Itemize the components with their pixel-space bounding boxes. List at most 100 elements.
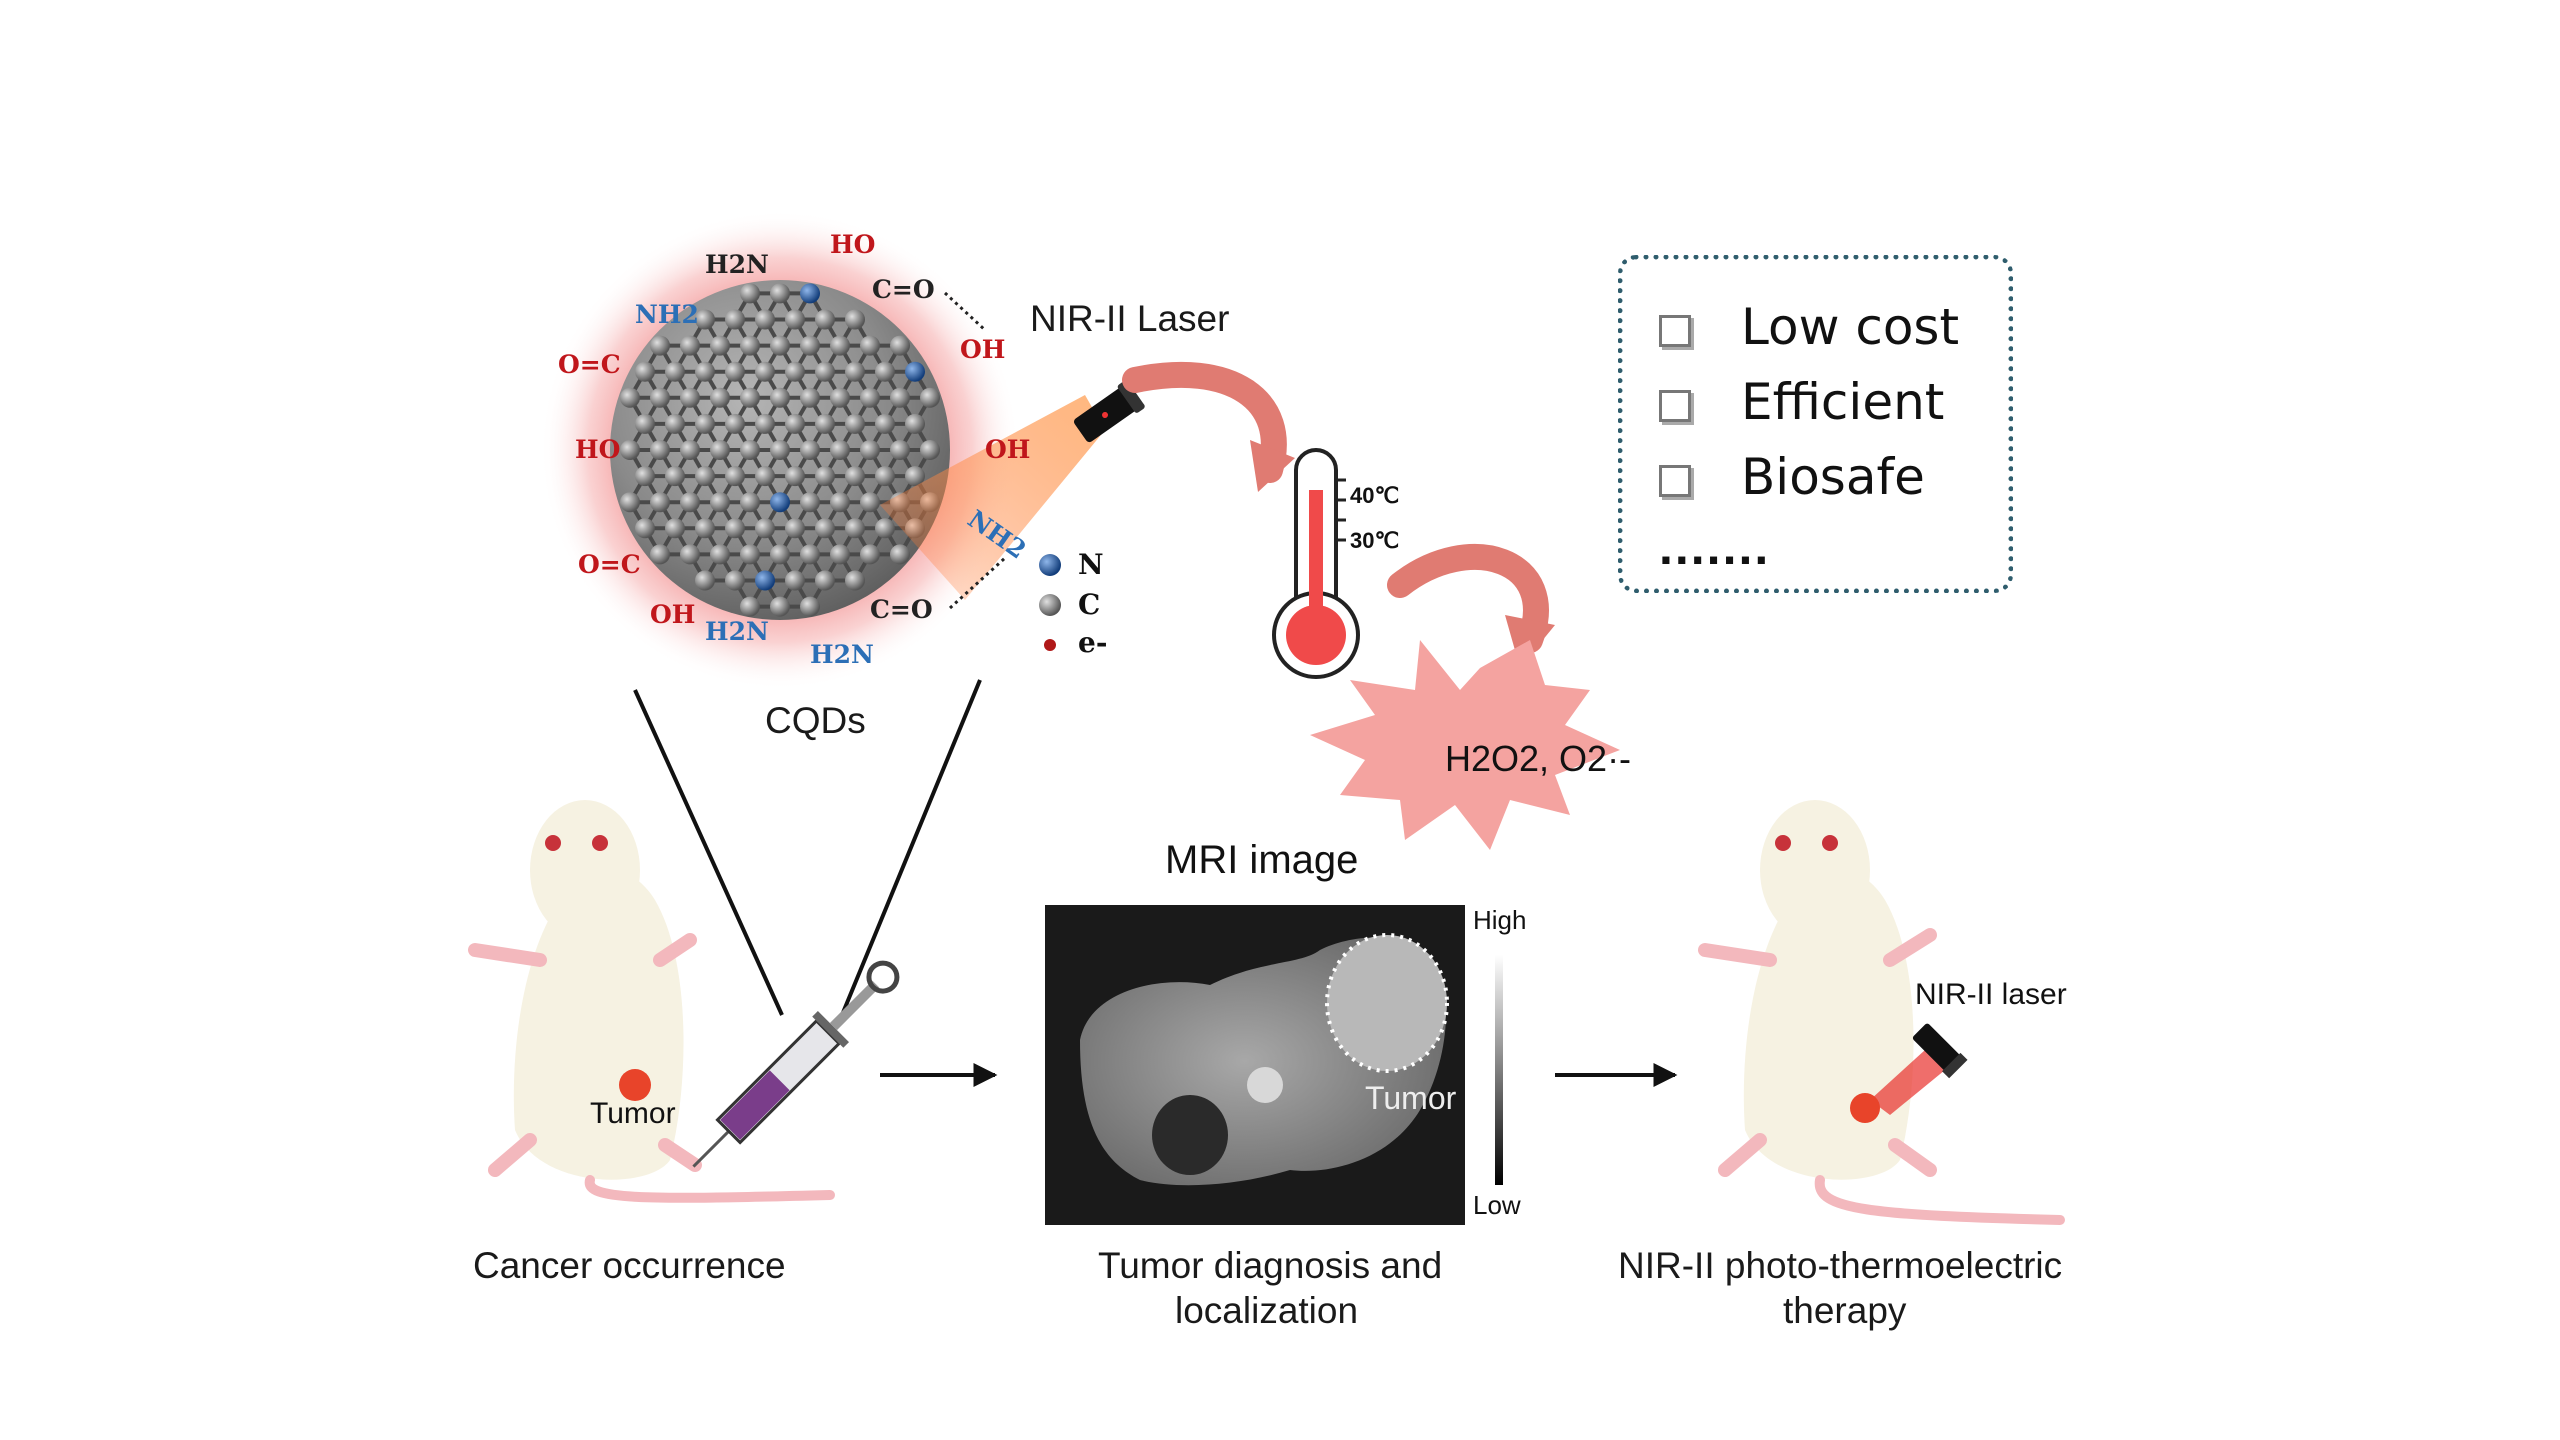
carbon-atom <box>785 309 805 330</box>
carbon-atom <box>665 466 685 487</box>
carbon-atom <box>815 570 835 591</box>
carbon-atom <box>860 544 880 565</box>
carbon-atom <box>905 466 925 487</box>
nitrogen-atom <box>905 361 925 382</box>
carbon-atom <box>770 387 790 408</box>
laser-label: NIR-II Laser <box>1030 298 1230 339</box>
carbon-atom <box>725 518 745 539</box>
tumor-label-left: Tumor <box>590 1097 676 1130</box>
carbon-atom <box>770 596 790 617</box>
carbon-atom <box>695 361 715 382</box>
carbon-atom <box>905 413 925 434</box>
temp-30-label: 30℃ <box>1350 528 1400 553</box>
mri-bright-spot <box>1247 1067 1283 1103</box>
carbon-atom <box>740 387 760 408</box>
curved-arrow-1 <box>1122 361 1287 483</box>
laser-pointer-small-icon <box>1912 1023 1968 1079</box>
carbon-atom <box>875 413 895 434</box>
carbon-atom <box>830 544 850 565</box>
carbon-atom <box>830 440 850 460</box>
carbon-atom <box>680 335 700 356</box>
carbon-atom <box>875 466 895 487</box>
cqd-label: CQDs <box>765 700 866 741</box>
group-nh2-left: NH2 <box>635 300 699 329</box>
group-co-top: C=O <box>872 275 935 304</box>
mouse-right <box>1698 800 2065 1225</box>
nitrogen-atom <box>800 283 820 304</box>
ros-label: H2O2, O2·- <box>1445 738 1632 779</box>
carbon-atom <box>740 596 760 617</box>
mri-tumor-label: Tumor <box>1365 1080 1457 1116</box>
carbon-atom <box>665 518 685 539</box>
group-ho-left: HO <box>575 435 621 464</box>
legend-electron <box>1044 639 1056 651</box>
legend-e-label: e- <box>1078 626 1108 659</box>
temp-40-label: 40℃ <box>1350 483 1400 508</box>
carbon-atom <box>680 492 700 513</box>
carbon-atom <box>650 387 670 408</box>
group-oc-left: O=C <box>558 350 621 379</box>
carbon-atom <box>830 335 850 356</box>
mri-title: MRI image <box>1165 838 1359 882</box>
carbon-atom <box>650 492 670 513</box>
carbon-atom <box>665 361 685 382</box>
stage-diagnosis-line1: Tumor diagnosis and <box>1098 1245 1443 1286</box>
zoom-line-right <box>840 679 982 1016</box>
carbon-atom <box>830 492 850 513</box>
carbon-atom <box>635 466 655 487</box>
group-oh-dotted: OH <box>960 335 1006 364</box>
carbon-atom <box>740 544 760 565</box>
benefits-box: Low cost Efficient Biosafe ....... <box>1618 255 2013 593</box>
curved-arrow-2 <box>1387 544 1549 653</box>
carbon-atom <box>740 283 760 304</box>
carbon-atom <box>920 440 940 460</box>
carbon-atom <box>815 413 835 434</box>
carbon-atom <box>755 413 775 434</box>
benefit-text: Biosafe <box>1741 448 1925 506</box>
carbon-atom <box>770 335 790 356</box>
group-h2n-bottom: H2N <box>705 617 769 646</box>
carbon-atom <box>815 361 835 382</box>
zoom-line-left <box>633 689 784 1016</box>
carbon-atom <box>710 335 730 356</box>
group-ho-top: HO <box>830 230 876 259</box>
hbond-top <box>943 291 987 332</box>
carbon-atom <box>845 309 865 330</box>
carbon-atom <box>815 309 835 330</box>
carbon-atom <box>710 440 730 460</box>
stage-therapy-line2: therapy <box>1783 1290 1907 1331</box>
thermometer-icon <box>1272 448 1360 679</box>
carbon-atom <box>875 361 895 382</box>
carbon-atom <box>740 335 760 356</box>
legend-n-atom <box>1039 554 1061 576</box>
carbon-atom <box>755 309 775 330</box>
curved-arrow-1-head <box>1250 440 1295 492</box>
legend-c-label: C <box>1078 588 1101 621</box>
carbon-atom <box>800 387 820 408</box>
nitrogen-atom <box>770 492 790 513</box>
carbon-atom <box>695 466 715 487</box>
carbon-atom <box>875 518 895 539</box>
carbon-atom <box>695 570 715 591</box>
group-co-bottom: C=O <box>870 595 933 624</box>
benefit-item: Low cost <box>1659 298 1959 356</box>
stage-therapy-line1: NIR-II photo-thermoelectric <box>1618 1245 2063 1286</box>
carbon-atom <box>725 413 745 434</box>
carbon-atom <box>800 335 820 356</box>
carbon-atom <box>755 361 775 382</box>
carbon-atom <box>785 466 805 487</box>
carbon-atom <box>860 335 880 356</box>
carbon-atom <box>650 544 670 565</box>
carbon-atom <box>725 309 745 330</box>
carbon-atom <box>770 283 790 304</box>
carbon-atom <box>770 544 790 565</box>
stage-cancer-label: Cancer occurrence <box>473 1245 786 1286</box>
carbon-atom <box>620 440 640 460</box>
carbon-atom <box>815 518 835 539</box>
carbon-atom <box>665 413 685 434</box>
laser-label-right: NIR-II laser <box>1915 978 2067 1011</box>
legend-n-label: N <box>1078 548 1104 581</box>
carbon-atom <box>710 492 730 513</box>
